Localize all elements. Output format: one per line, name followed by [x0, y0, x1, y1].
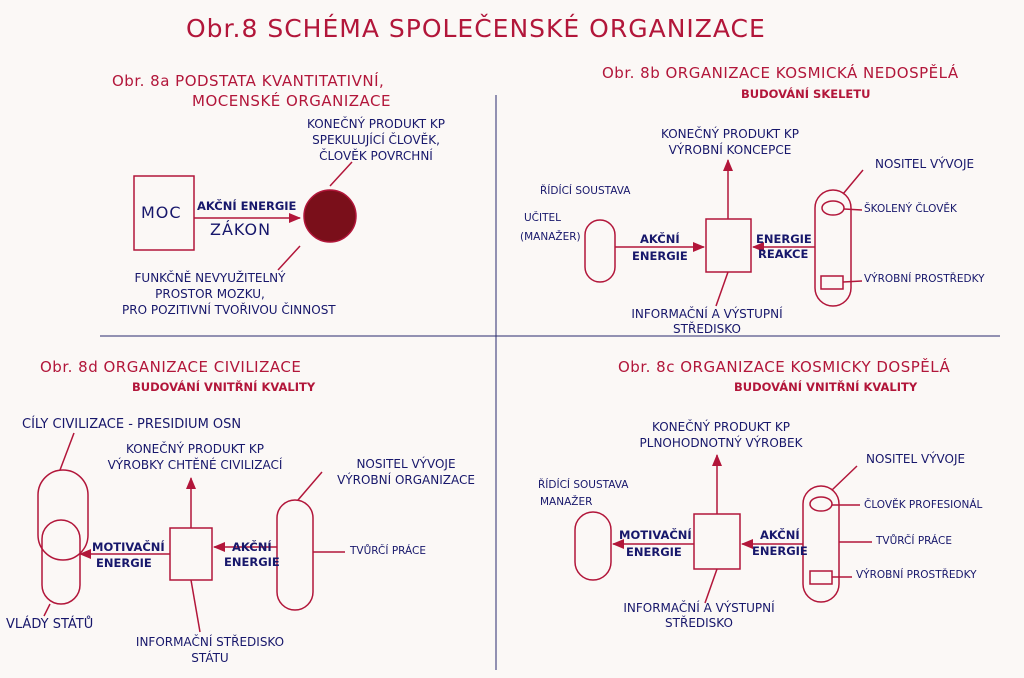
goals-label: CÍLY CIVILIZACE - PRESIDIUM OSN	[22, 417, 242, 432]
page-title: Obr.8 SCHÉMA SPOLEČENSKÉ ORGANIZACE	[186, 14, 766, 43]
motivation-d-line1: MOTIVAČNÍ	[92, 540, 165, 554]
trained-pointer-b	[843, 208, 863, 211]
motivation-c-line2: ENERGIE	[626, 545, 682, 559]
goals-capsule	[37, 469, 89, 561]
center-d-line1: INFORMAČNÍ STŘEDISKO	[135, 635, 285, 649]
heading-8a-line1: Obr. 8a PODSTATA KVANTITATIVNÍ,	[112, 72, 385, 90]
carrier-label-c: NOSITEL VÝVOJE	[866, 452, 966, 466]
reaction-b-line1: ENERGIE	[756, 232, 812, 246]
moc-box	[133, 175, 195, 251]
control-c-line2: MANAŽER	[540, 496, 593, 508]
heading-8c: Obr. 8c ORGANIZACE KOSMICKY DOSPĚLÁ	[618, 358, 951, 376]
means-pointer-b	[842, 280, 863, 283]
center-box-c	[693, 513, 741, 570]
product-a-line1: KONEČNÝ PRODUKT KP	[307, 117, 445, 131]
zakon-label: ZÁKON	[210, 220, 272, 239]
heading-8a-line2: MOCENSKÉ ORGANIZACE	[192, 92, 392, 110]
zakon-arrow-label: AKČNÍ ENERGIE	[197, 199, 297, 213]
means-label-b: VÝROBNÍ PROSTŘEDKY	[864, 273, 985, 285]
creative-label-d: TVŮRČÍ PRÁCE	[350, 545, 426, 557]
action-d-line1: AKČNÍ	[232, 540, 272, 554]
motivation-c-line1: MOTIVAČNÍ	[619, 528, 692, 542]
carrier-pointer-d	[297, 471, 323, 501]
center-b-line2: STŘEDISKO	[673, 322, 741, 336]
trained-label-b: ŠKOLENÝ ČLOVĚK	[864, 203, 957, 215]
subheading-8b: BUDOVÁNÍ SKELETU	[741, 87, 871, 101]
product-b-line1: KONEČNÝ PRODUKT KP	[661, 127, 799, 141]
means-label-c: VÝROBNÍ PROSTŘEDKY	[856, 569, 977, 581]
center-pointer-c	[704, 568, 718, 604]
control-capsule-c	[574, 511, 612, 581]
center-pointer-d	[190, 579, 201, 633]
carrier-pointer-c	[831, 465, 858, 491]
heading-8d: Obr. 8d ORGANIZACE CIVILIZACE	[40, 358, 302, 376]
action-b-line2: ENERGIE	[632, 249, 688, 263]
goals-pointer	[59, 432, 75, 471]
note-pointer-a	[277, 245, 301, 271]
product-a-line2: SPEKULUJÍCÍ ČLOVĚK,	[312, 133, 440, 147]
carrier-d-line2: VÝROBNÍ ORGANIZACE	[337, 473, 475, 487]
states-pointer	[43, 603, 51, 617]
carrier-capsule-d	[276, 499, 314, 611]
action-c-line2: ENERGIE	[752, 544, 808, 558]
subheading-8c: BUDOVÁNÍ VNITŘNÍ KVALITY	[734, 380, 918, 394]
center-box-d	[169, 527, 213, 581]
means-box-c	[809, 570, 833, 585]
product-a-line3: ČLOVĚK POVRCHNÍ	[319, 149, 433, 163]
carrier-capsule-c	[802, 485, 840, 603]
product-d-line2: VÝROBKY CHTĚNÉ CIVILIZACÍ	[107, 458, 283, 472]
carrier-label-b: NOSITEL VÝVOJE	[875, 157, 975, 171]
control-c-line1: ŘÍDÍCÍ SOUSTAVA	[538, 479, 629, 491]
creative-label-c: TVŮRČÍ PRÁCE	[876, 535, 952, 547]
states-capsule	[41, 519, 81, 605]
carrier-pointer-b	[842, 169, 864, 195]
product-pointer-a	[329, 161, 353, 187]
moc-label: MOC	[141, 203, 182, 222]
action-b-line1: AKČNÍ	[640, 232, 680, 246]
trained-person-b	[821, 200, 845, 216]
professional-person-c	[809, 496, 833, 512]
center-c-line1: INFORMAČNÍ A VÝSTUPNÍ	[623, 601, 775, 615]
product-d-line1: KONEČNÝ PRODUKT KP	[126, 442, 264, 456]
center-b-line1: INFORMAČNÍ A VÝSTUPNÍ	[631, 307, 783, 321]
carrier-capsule-b	[814, 189, 852, 307]
center-pointer-b	[715, 271, 729, 307]
note-a-line1: FUNKČNĚ NEVYUŽITELNÝ	[134, 271, 286, 285]
note-a-line3: PRO POZITIVNÍ TVOŘIVOU ČINNOST	[122, 303, 336, 317]
product-c-line1: KONEČNÝ PRODUKT KP	[652, 420, 790, 434]
means-box-b	[820, 275, 844, 290]
carrier-d-line1: NOSITEL VÝVOJE	[356, 457, 456, 471]
teacher-b-line2: (MANAŽER)	[520, 231, 581, 243]
motivation-d-line2: ENERGIE	[96, 556, 152, 570]
note-a-line2: PROSTOR MOZKU,	[155, 287, 265, 301]
subheading-8d: BUDOVÁNÍ VNITŘNÍ KVALITY	[132, 380, 316, 394]
center-box-b	[705, 218, 752, 273]
center-d-line2: STÁTU	[191, 651, 229, 665]
teacher-b-line1: UČITEL	[524, 212, 562, 224]
action-c-line1: AKČNÍ	[760, 528, 800, 542]
brain-circle	[303, 189, 357, 243]
heading-8b: Obr. 8b ORGANIZACE KOSMICKÁ NEDOSPĚLÁ	[602, 64, 959, 82]
professional-label-c: ČLOVĚK PROFESIONÁL	[864, 499, 983, 511]
product-b-line2: VÝROBNÍ KONCEPCE	[668, 143, 792, 157]
control-label-b: ŘÍDÍCÍ SOUSTAVA	[540, 185, 631, 197]
states-label: VLÁDY STÁTŮ	[6, 617, 94, 632]
reaction-b-line2: REAKCE	[758, 247, 809, 261]
action-d-line2: ENERGIE	[224, 555, 280, 569]
teacher-capsule	[584, 219, 616, 283]
product-c-line2: PLNOHODNOTNÝ VÝROBEK	[639, 436, 803, 450]
center-c-line2: STŘEDISKO	[665, 616, 733, 630]
